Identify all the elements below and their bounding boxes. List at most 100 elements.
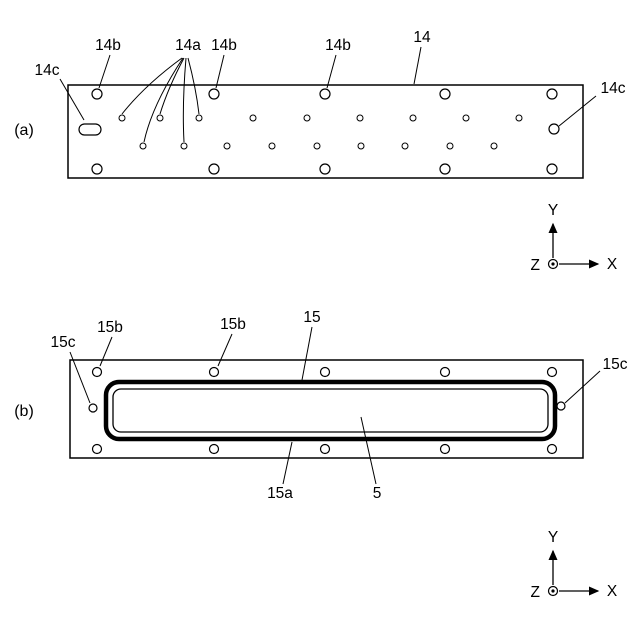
plate-a-large-holes-top	[91, 88, 558, 100]
leader-line	[69, 351, 91, 404]
seal-outer	[103, 379, 558, 442]
axis-label-y: Y	[548, 529, 558, 546]
plate-b-large-holes-top	[91, 366, 558, 378]
hole	[546, 366, 558, 378]
leader-line	[159, 57, 185, 115]
axes-b: Y X Z	[531, 529, 618, 601]
hole	[91, 163, 103, 175]
label-14b-3: 14b	[325, 37, 351, 54]
figure-a-marker: (a)	[14, 122, 34, 139]
hole	[515, 114, 523, 122]
hole	[446, 142, 454, 150]
hole	[439, 366, 451, 378]
leader-line	[301, 326, 313, 381]
leader-line	[282, 441, 293, 485]
hole	[208, 88, 220, 100]
axis-label-z: Z	[531, 257, 540, 274]
hole	[208, 366, 220, 378]
label-15c-left: 15c	[51, 334, 76, 351]
hole-14c-right	[548, 123, 560, 135]
leader-line	[121, 57, 183, 115]
hole	[319, 443, 331, 455]
leader-line	[59, 78, 85, 121]
hole	[490, 142, 498, 150]
hole	[180, 142, 188, 150]
hole	[462, 114, 470, 122]
figure-b-marker: (b)	[14, 403, 34, 420]
leader-line	[98, 54, 111, 89]
label-15b-2: 15b	[220, 316, 246, 333]
plate-a-small-holes-upper	[118, 114, 523, 122]
slot-hole-14c-left	[78, 123, 102, 136]
hole	[357, 142, 365, 150]
hole	[208, 443, 220, 455]
hole	[208, 163, 220, 175]
label-5: 5	[373, 485, 382, 502]
hole	[195, 114, 203, 122]
seal-inner	[112, 388, 549, 433]
leader-line	[558, 95, 597, 127]
hole	[546, 163, 558, 175]
figure-b-leaders	[69, 326, 601, 485]
hole	[319, 88, 331, 100]
hole	[91, 443, 103, 455]
label-15c-right: 15c	[603, 356, 628, 373]
hole	[439, 163, 451, 175]
leader-line	[143, 57, 184, 143]
figure-a: (a) 14c 14b 14a 14b 14b 14 14c	[14, 29, 626, 179]
leader-line	[215, 54, 225, 89]
hole	[313, 142, 321, 150]
hole	[356, 114, 364, 122]
leader-line	[217, 333, 233, 367]
hole	[319, 163, 331, 175]
hole-15c-left	[88, 403, 98, 413]
hole	[546, 88, 558, 100]
hole	[439, 88, 451, 100]
hole	[319, 366, 331, 378]
plate-a-large-holes-bottom	[91, 163, 558, 175]
hole	[546, 443, 558, 455]
leader-line	[99, 336, 113, 367]
label-14c-right: 14c	[601, 80, 626, 97]
label-14c-left: 14c	[35, 62, 60, 79]
leader-line	[182, 57, 187, 143]
label-14b-1: 14b	[95, 37, 121, 54]
hole	[249, 114, 257, 122]
hole	[91, 88, 103, 100]
label-15: 15	[303, 309, 320, 326]
leader-line	[360, 416, 377, 485]
label-14a: 14a	[175, 37, 201, 54]
label-14: 14	[413, 29, 431, 46]
figure-b: (b) 15c 15b 15b 15 15c 15a 5	[14, 309, 628, 502]
hole	[91, 366, 103, 378]
leader-line	[564, 370, 601, 404]
hole	[409, 114, 417, 122]
hole	[401, 142, 409, 150]
axes-a: Y X Z	[531, 202, 618, 274]
leader-line	[326, 54, 337, 89]
hole-15c-right	[556, 401, 566, 411]
z-axis-dot	[551, 589, 555, 593]
hole	[223, 142, 231, 150]
hole	[156, 114, 164, 122]
hole	[268, 142, 276, 150]
hole	[303, 114, 311, 122]
hole	[118, 114, 126, 122]
hole	[139, 142, 147, 150]
axis-label-x: X	[607, 583, 618, 600]
plate-b-large-holes-bottom	[91, 443, 558, 455]
z-axis-dot	[551, 262, 555, 266]
axis-label-z: Z	[531, 584, 540, 601]
label-15a: 15a	[267, 485, 293, 502]
leader-line	[413, 46, 422, 85]
axis-label-y: Y	[548, 202, 558, 219]
label-15b-1: 15b	[97, 319, 123, 336]
figure-a-leaders	[59, 46, 597, 143]
leader-line	[187, 57, 200, 115]
axis-label-x: X	[607, 256, 618, 273]
plate-a-small-holes-lower	[139, 142, 498, 150]
hole	[439, 443, 451, 455]
label-14b-2: 14b	[211, 37, 237, 54]
